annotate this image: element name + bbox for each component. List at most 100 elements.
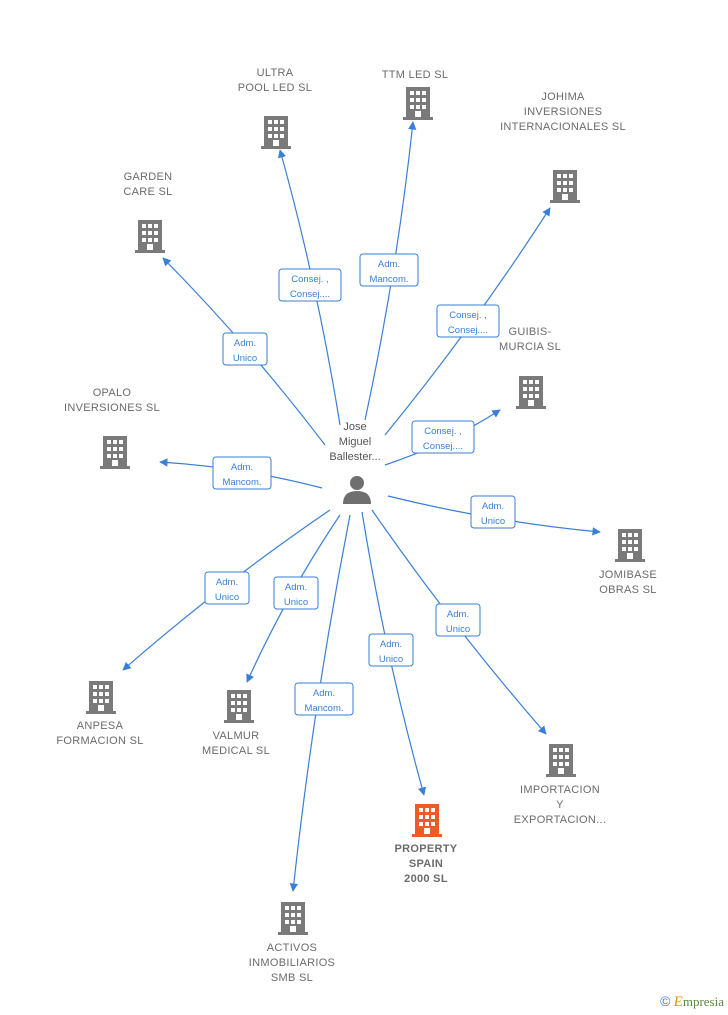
company-label-line: SMB SL bbox=[271, 972, 313, 984]
company-label-line: JOHIMA bbox=[541, 91, 585, 103]
role-badge-text: Adm. bbox=[482, 501, 504, 512]
company-label-line: FORMACION SL bbox=[56, 735, 143, 747]
role-badge-guibis-murcia[interactable]: Consej. , Consej.... bbox=[411, 420, 475, 454]
role-badge-text: Consej.... bbox=[448, 325, 488, 336]
role-badge-importacion[interactable]: Adm. Unico bbox=[435, 603, 481, 637]
role-badge-activos[interactable]: Adm. Mancom. bbox=[294, 682, 354, 716]
company-node-ultra-pool-led[interactable]: ULTRA POOL LED SL bbox=[238, 67, 312, 149]
company-label-line: GARDEN bbox=[124, 171, 173, 183]
person-name-line-2: Miguel bbox=[339, 436, 371, 448]
company-label-line: GUIBIS- bbox=[508, 326, 551, 338]
company-label-line: PROPERTY bbox=[395, 843, 458, 855]
role-badge-property-spain[interactable]: Adm. Unico bbox=[368, 633, 414, 667]
company-node-garden-care[interactable]: GARDEN CARE SL bbox=[123, 171, 172, 253]
role-badge-text: Adm. bbox=[216, 577, 238, 588]
role-badge-opalo[interactable]: Adm. Mancom. bbox=[212, 456, 272, 490]
company-label-line: ANPESA bbox=[77, 720, 124, 732]
role-badges-layer: Consej. ,Consej....Adm.Mancom.Consej. ,C… bbox=[204, 253, 516, 716]
role-badge-valmur[interactable]: Adm. Unico bbox=[273, 576, 319, 610]
person-name-line-1: Jose bbox=[343, 421, 366, 433]
company-label-line: Y bbox=[556, 799, 564, 811]
role-badge-text: Unico bbox=[284, 597, 308, 608]
company-label-line: ACTIVOS bbox=[267, 942, 317, 954]
role-badge-text: Adm. bbox=[380, 639, 402, 650]
company-label-line: INVERSIONES bbox=[524, 106, 603, 118]
role-badge-text: Adm. bbox=[378, 259, 400, 270]
building-icon bbox=[135, 220, 165, 253]
company-label-line: INMOBILIARIOS bbox=[249, 957, 335, 969]
role-badge-text: Mancom. bbox=[304, 703, 343, 714]
role-badge-text: Consej.... bbox=[423, 441, 463, 452]
role-badge-text: Unico bbox=[446, 624, 470, 635]
edges-layer bbox=[122, 121, 601, 892]
building-icon bbox=[403, 87, 433, 120]
building-icon bbox=[546, 744, 576, 777]
brand-watermark: © Empresia bbox=[660, 993, 724, 1011]
role-badge-text: Adm. bbox=[231, 462, 253, 473]
role-badge-text: Unico bbox=[215, 592, 239, 603]
role-badge-text: Consej. , bbox=[424, 426, 462, 437]
company-node-guibis-murcia[interactable]: GUIBIS- MURCIA SL bbox=[499, 326, 561, 409]
company-node-anpesa[interactable]: ANPESA FORMACION SL bbox=[56, 681, 143, 747]
company-node-opalo[interactable]: OPALO INVERSIONES SL bbox=[64, 387, 160, 469]
company-node-valmur[interactable]: VALMUR MEDICAL SL bbox=[202, 690, 270, 757]
role-badge-text: Consej.... bbox=[290, 289, 330, 300]
person-node[interactable]: Jose Miguel Ballester... bbox=[329, 421, 381, 504]
company-node-johima[interactable]: JOHIMA INVERSIONES INTERNACIONALES SL bbox=[500, 91, 626, 203]
role-badge-ttm-led[interactable]: Adm. Mancom. bbox=[359, 253, 419, 287]
brand-name: mpresia bbox=[682, 994, 724, 1009]
company-nodes-layer: ULTRA POOL LED SL TTM LED SL JOHIMA INVERSIO… bbox=[56, 67, 657, 984]
role-badge-text: Adm. bbox=[234, 338, 256, 349]
building-icon bbox=[412, 804, 442, 837]
role-badge-ultra-pool-led[interactable]: Consej. , Consej.... bbox=[278, 268, 342, 302]
person-icon bbox=[343, 476, 371, 504]
company-label-line: VALMUR bbox=[213, 730, 260, 742]
role-badge-anpesa[interactable]: Adm. Unico bbox=[204, 571, 250, 605]
role-badge-text: Unico bbox=[379, 654, 403, 665]
company-label-line: JOMIBASE bbox=[599, 569, 657, 581]
building-icon bbox=[86, 681, 116, 714]
brand-initial: E bbox=[673, 994, 683, 1010]
role-badge-text: Consej. , bbox=[291, 274, 329, 285]
company-label-line: POOL LED SL bbox=[238, 82, 312, 94]
company-label-line: SPAIN bbox=[409, 858, 443, 870]
company-node-ttm-led[interactable]: TTM LED SL bbox=[382, 69, 449, 120]
company-label-line: INVERSIONES SL bbox=[64, 402, 160, 414]
company-label-line: TTM LED SL bbox=[382, 69, 449, 81]
company-label-line: ULTRA bbox=[257, 67, 294, 79]
company-label-line: MURCIA SL bbox=[499, 341, 561, 353]
company-node-importacion[interactable]: IMPORTACION Y EXPORTACION... bbox=[514, 744, 606, 826]
company-label-line: IMPORTACION bbox=[520, 784, 600, 796]
company-node-activos[interactable]: ACTIVOS INMOBILIARIOS SMB SL bbox=[249, 902, 335, 984]
role-badge-jomibase[interactable]: Adm. Unico bbox=[470, 495, 516, 529]
role-badge-text: Mancom. bbox=[222, 477, 261, 488]
role-badge-text: Unico bbox=[481, 516, 505, 527]
company-label-line: OPALO bbox=[93, 387, 132, 399]
role-badge-text: Consej. , bbox=[449, 310, 487, 321]
company-node-jomibase[interactable]: JOMIBASE OBRAS SL bbox=[599, 529, 657, 596]
role-badge-text: Adm. bbox=[313, 688, 335, 699]
building-icon bbox=[278, 902, 308, 935]
building-icon bbox=[224, 690, 254, 723]
company-label-line: CARE SL bbox=[123, 186, 172, 198]
company-label-line: OBRAS SL bbox=[599, 584, 656, 596]
company-label-line: MEDICAL SL bbox=[202, 745, 270, 757]
role-badge-text: Mancom. bbox=[369, 274, 408, 285]
role-badge-text: Adm. bbox=[285, 582, 307, 593]
building-icon bbox=[100, 436, 130, 469]
copyright-icon: © bbox=[660, 993, 671, 1009]
building-icon bbox=[261, 116, 291, 149]
building-icon bbox=[550, 170, 580, 203]
role-badge-garden-care[interactable]: Adm. Unico bbox=[222, 332, 268, 366]
person-name-line-3: Ballester... bbox=[329, 451, 380, 463]
company-label-line: EXPORTACION... bbox=[514, 814, 606, 826]
building-icon bbox=[615, 529, 645, 562]
role-badge-johima[interactable]: Consej. , Consej.... bbox=[436, 304, 500, 338]
company-label-line: INTERNACIONALES SL bbox=[500, 121, 626, 133]
company-node-property-spain[interactable]: PROPERTY SPAIN 2000 SL bbox=[395, 804, 458, 885]
building-icon bbox=[516, 376, 546, 409]
company-label-line: 2000 SL bbox=[404, 873, 448, 885]
role-badge-text: Unico bbox=[233, 353, 257, 364]
role-badge-text: Adm. bbox=[447, 609, 469, 620]
